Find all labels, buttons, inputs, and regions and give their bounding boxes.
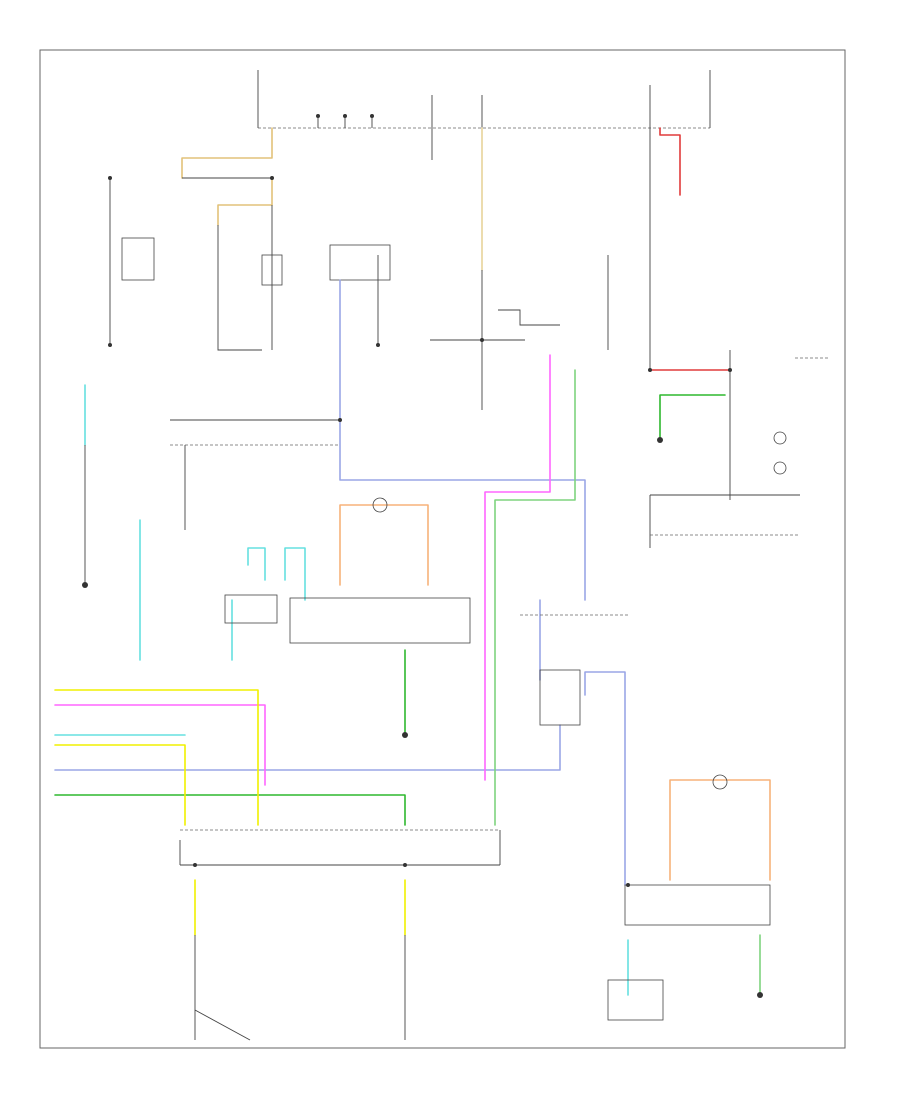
wire-cyan-4: [247, 547, 266, 581]
wire-green-1: [659, 394, 726, 441]
fuse-block-top: [257, 70, 711, 129]
wire-lightblue-3: [54, 724, 561, 771]
wire-peach-1: [339, 504, 429, 586]
wire-lightgreen-1: [494, 369, 576, 826]
wire-tan-1: [181, 127, 273, 179]
wire-green-3: [54, 794, 406, 826]
wire-red-1: [659, 127, 681, 196]
wire-lightblue-4: [584, 671, 626, 886]
wire-yellow-2: [54, 744, 186, 826]
wire-yellow-1: [54, 689, 259, 826]
wire-lightblue-1: [339, 279, 586, 601]
wire-tan-2: [217, 177, 273, 226]
wire-pink-2: [54, 704, 266, 786]
wire-cyan-5: [284, 547, 306, 601]
diagram-border: [39, 49, 846, 1049]
wire-pink-1: [484, 354, 551, 781]
wires: [54, 127, 830, 1041]
wire-peach-2: [669, 779, 771, 881]
junction-dots: [82, 176, 763, 998]
